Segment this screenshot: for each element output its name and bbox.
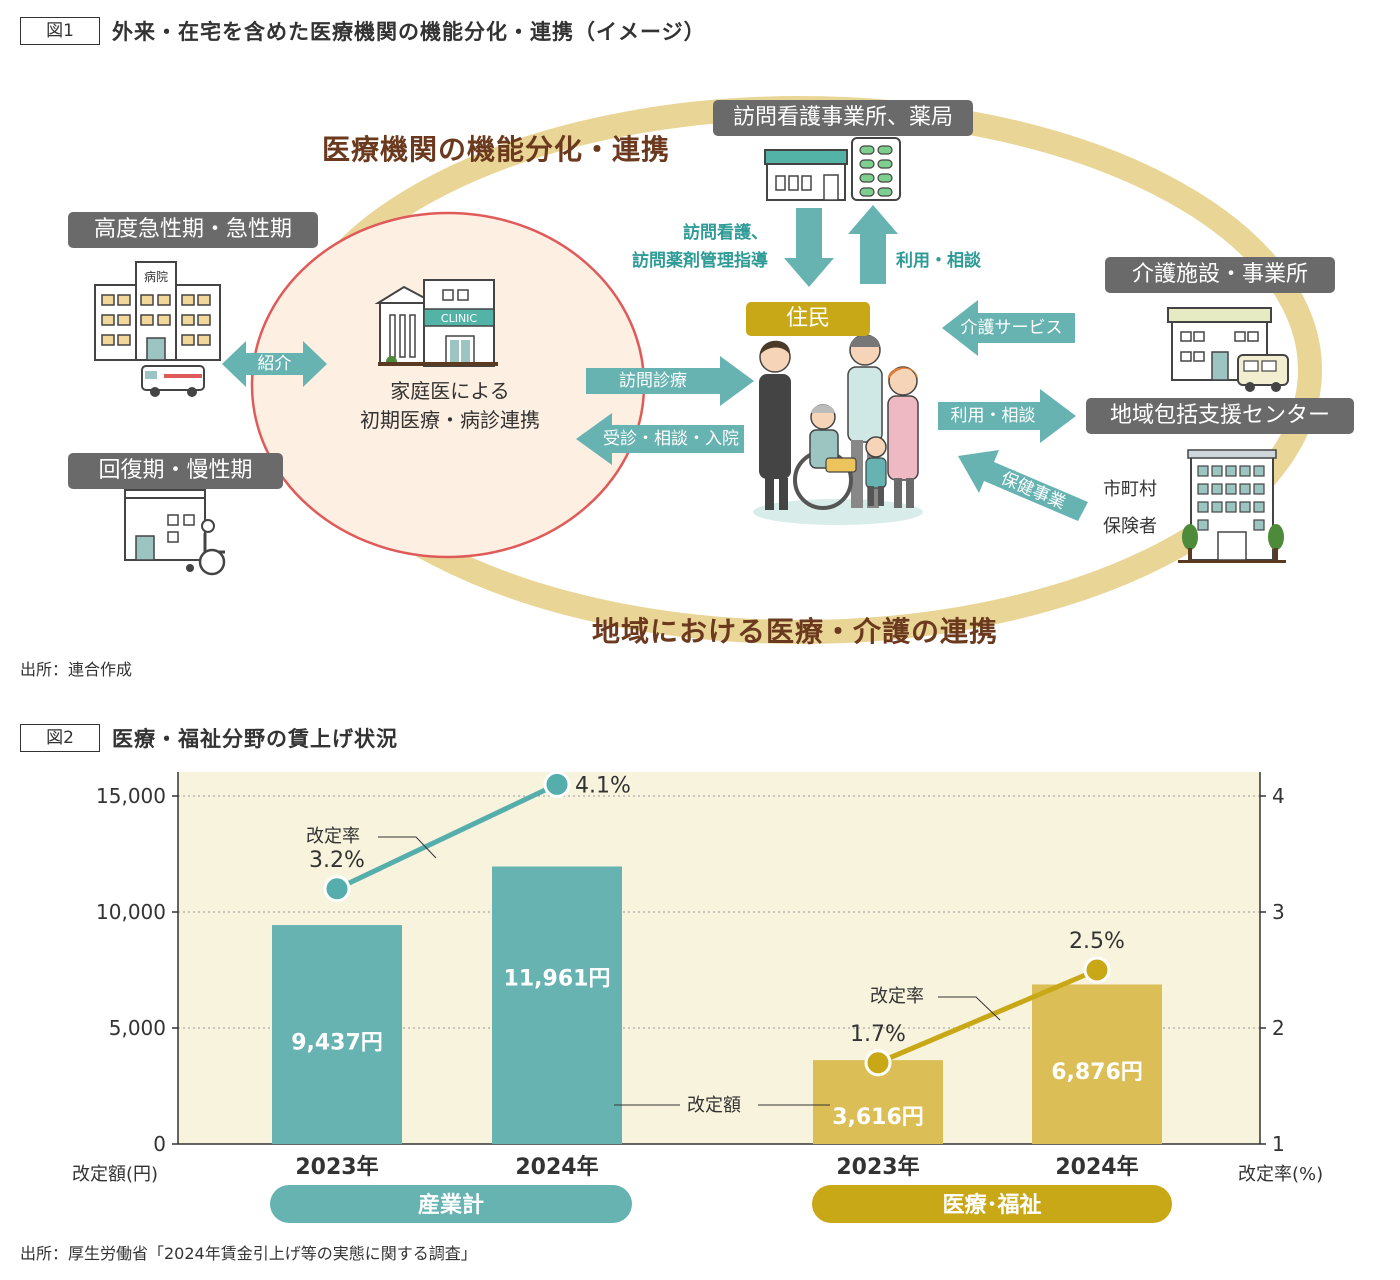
- care-service-arrow: [942, 300, 1075, 356]
- rate-label-2: 改定率: [870, 986, 924, 1007]
- fig2-label: 図2: [20, 724, 100, 752]
- bar: [272, 925, 402, 1144]
- amount-label: 改定額: [687, 1095, 741, 1116]
- rate-series: 3.2% 4.1% 1.7% 2.5%: [309, 770, 1125, 1077]
- municipality-building-icon: [1178, 449, 1286, 563]
- fig2-title: 医療・福祉分野の賃上げ状況: [112, 727, 398, 751]
- municipality-label-1: 市町村: [1103, 479, 1157, 500]
- acute-care-box: 高度急性期・急性期: [68, 212, 318, 248]
- right-tick-label: 3: [1272, 900, 1285, 924]
- care-service-label: 介護サービス: [960, 318, 1063, 338]
- fig1-title: 外来・在宅を含めた医療機関の機能分化・連携（イメージ）: [112, 20, 706, 44]
- use-consult-top-label: 利用・相談: [896, 251, 981, 271]
- fig1-label: 図1: [20, 17, 100, 45]
- ambulance-icon: [141, 365, 205, 397]
- rate-data-label: 4.1%: [575, 773, 631, 798]
- rate-data-label: 3.2%: [309, 848, 365, 873]
- ring-bottom-label: 地域における医療・介護の連携: [592, 615, 999, 648]
- fig1-diagram: CLINIC 病院: [94, 96, 1322, 644]
- nursing-down-arrow: [784, 208, 834, 287]
- rate-point: [1083, 956, 1111, 984]
- right-axis-title: 改定率(%): [1238, 1164, 1323, 1185]
- wage-chart: 9,437円 11,961円 3,616円 6,876円 3.2% 4.1% 1.7% 2.…: [72, 770, 1323, 1223]
- group2-label: 医療･福祉: [942, 1192, 1041, 1218]
- use-consult-up-arrow: [848, 205, 898, 284]
- clinic-sign: CLINIC: [441, 312, 478, 325]
- bar: [492, 866, 622, 1144]
- rate-point: [323, 875, 351, 903]
- consult-label: 受診・相談・入院: [603, 429, 739, 449]
- fig1-header: 図1 外来・在宅を含めた医療機関の機能分化・連携（イメージ）: [20, 16, 706, 46]
- support-center-box: 地域包括支援センター: [1086, 398, 1354, 434]
- left-tick-label: 10,000: [96, 900, 166, 924]
- bar-data-label: 11,961円: [504, 966, 611, 991]
- clinic-text-2: 初期医療・病診連携: [360, 408, 540, 432]
- bar-data-label: 9,437円: [291, 1031, 383, 1056]
- hospital-sign: 病院: [144, 269, 168, 284]
- bar-series: 9,437円 11,961円 3,616円 6,876円: [272, 866, 1162, 1144]
- rehab-facility-icon: [124, 489, 206, 561]
- referral-arrow: [222, 341, 327, 387]
- recovery-box: 回復期・慢性期: [68, 453, 283, 489]
- residents-icon: [753, 334, 923, 525]
- ring-top-label: 医療機関の機能分化・連携: [322, 133, 671, 166]
- home-visit-arrow: [586, 356, 754, 406]
- x-tick-label: 2024年: [1055, 1154, 1138, 1180]
- consult-arrow: [576, 413, 744, 465]
- right-tick-label: 1: [1272, 1132, 1285, 1156]
- right-tick-label: 4: [1272, 784, 1285, 808]
- use-consult-right-label: 利用・相談: [950, 406, 1036, 426]
- clinic-icon: [374, 279, 498, 367]
- x-tick-label: 2024年: [515, 1154, 598, 1180]
- nursing-station-icon: [764, 149, 848, 201]
- annotation-lines: [378, 836, 1001, 1106]
- rate-data-label: 2.5%: [1069, 929, 1125, 954]
- fig2-header: 図2 医療・福祉分野の賃上げ状況: [20, 723, 398, 753]
- municipality-label-2: 保険者: [1103, 516, 1157, 537]
- x-tick-label: 2023年: [836, 1154, 919, 1180]
- axis-ticks: 0 5,000 10,000 15,000 1 2 3 4 2023年 2024年 2023年 202…: [96, 784, 1285, 1180]
- rate-point: [543, 770, 571, 798]
- left-tick-label: 15,000: [96, 784, 166, 808]
- left-axis-title: 改定額(円): [72, 1164, 158, 1185]
- rate-label-1: 改定率: [306, 826, 360, 847]
- nursing-station-box: 訪問看護事業所、薬局: [713, 100, 973, 136]
- referral-label: 紹介: [257, 354, 292, 374]
- fig1-source: 出所：連合作成: [20, 660, 133, 679]
- bar-data-label: 6,876円: [1051, 1060, 1143, 1085]
- group2-pill: [812, 1185, 1172, 1223]
- resident-badge: 住民: [746, 302, 870, 336]
- clinic-text-1: 家庭医による: [390, 379, 510, 403]
- home-visit-label: 訪問診療: [619, 371, 687, 391]
- rate-line: [335, 782, 559, 892]
- use-consult-right-arrow: [938, 389, 1076, 443]
- medicine-icon: [851, 137, 901, 201]
- nursing-label-1: 訪問看護、: [683, 223, 768, 243]
- rate-point: [864, 1049, 892, 1077]
- bar: [1032, 984, 1162, 1144]
- care-facility-icon: [1167, 307, 1272, 381]
- bar-data-label: 3,616円: [832, 1105, 924, 1130]
- left-tick-label: 5,000: [109, 1016, 166, 1040]
- care-van-icon: [1237, 354, 1289, 392]
- group1-label: 産業計: [418, 1192, 484, 1218]
- rate-line: [877, 967, 1098, 1066]
- nursing-label-2: 訪問薬剤管理指導: [632, 251, 768, 271]
- x-tick-label: 2023年: [295, 1154, 378, 1180]
- wheelchair-icon: [186, 519, 226, 576]
- left-tick-label: 0: [153, 1132, 166, 1156]
- group1-pill: [270, 1185, 632, 1223]
- hospital-icon: [94, 261, 221, 361]
- fig2-source: 出所：厚生労働省「2024年賃金引上げ等の実態に関する調査」: [20, 1244, 477, 1263]
- rate-data-label: 1.7%: [850, 1022, 906, 1047]
- care-facility-box: 介護施設・事業所: [1105, 257, 1335, 293]
- health-service-arrow: [958, 450, 1088, 521]
- right-tick-label: 2: [1272, 1016, 1285, 1040]
